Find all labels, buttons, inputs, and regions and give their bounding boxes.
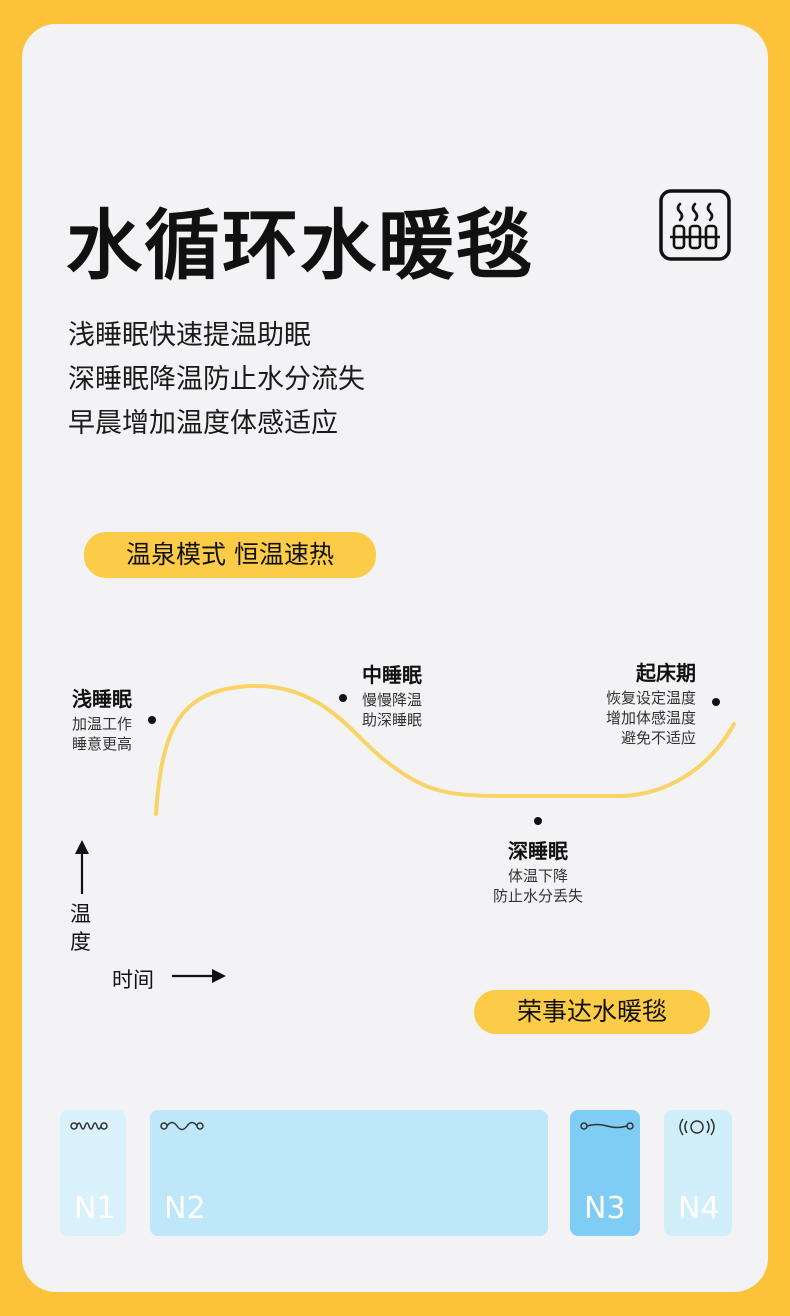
- tight-wave-icon: [70, 1122, 108, 1130]
- feature-list: 浅睡眠快速提温助眠 深睡眠降温防止水分流失 早晨增加温度体感适应: [68, 314, 365, 446]
- time-axis-label: 时间: [112, 968, 154, 992]
- flat-wave-icon: [580, 1122, 634, 1130]
- vibration-icon: [679, 1118, 715, 1136]
- stage-title: 中睡眠: [362, 663, 422, 687]
- brand-pill: 荣事达水暖毯: [474, 990, 710, 1034]
- stage-light-sleep: 浅睡眠 加温工作 睡意更高: [52, 684, 132, 754]
- stage-mid-sleep: 中睡眠 慢慢降温 助深睡眠: [362, 660, 422, 730]
- stage-deep-sleep: 深睡眠 体温下降 防止水分丢失: [468, 836, 608, 906]
- page-title: 水循环水暖毯: [66, 201, 534, 290]
- water-heater-icon: [659, 189, 731, 261]
- level-n4[interactable]: N4: [664, 1110, 732, 1236]
- content-card: 水循环水暖毯 浅睡眠快速提温助眠 深睡眠降温防止水分流失 早晨增加温度体感适应 …: [22, 24, 768, 1292]
- stage-title: 起床期: [636, 661, 696, 685]
- feature-line: 深睡眠降温防止水分流失: [68, 364, 365, 395]
- stage-desc: 避免不适应: [620, 729, 696, 747]
- stage-desc: 慢慢降温: [362, 691, 423, 709]
- stage-desc: 恢复设定温度: [605, 689, 696, 707]
- level-label: N1: [74, 1191, 116, 1226]
- level-label: N3: [584, 1191, 626, 1226]
- level-n3[interactable]: N3: [570, 1110, 640, 1236]
- stage-desc: 体温下降: [507, 867, 568, 885]
- stage-desc: 增加体感温度: [605, 709, 696, 727]
- stage-title: 浅睡眠: [72, 687, 132, 711]
- stage-desc: 防止水分丢失: [492, 887, 583, 905]
- mode-pill: 温泉模式 恒温速热: [84, 532, 376, 578]
- level-label: N2: [164, 1191, 206, 1226]
- stage-desc: 助深睡眠: [362, 711, 423, 729]
- level-n2[interactable]: N2: [150, 1110, 548, 1236]
- feature-line: 早晨增加温度体感适应: [68, 408, 338, 439]
- stage-desc: 睡意更高: [71, 735, 132, 753]
- temperature-axis-label: 温度: [70, 902, 91, 954]
- stage-desc: 加温工作: [71, 715, 132, 733]
- level-n1[interactable]: N1: [60, 1110, 126, 1236]
- stage-wake: 起床期 恢复设定温度 增加体感温度 避免不适应: [574, 658, 696, 748]
- feature-line: 浅睡眠快速提温助眠: [68, 320, 311, 351]
- level-label: N4: [678, 1191, 720, 1226]
- temperature-curve: [75, 683, 736, 983]
- slow-wave-icon: [160, 1121, 204, 1131]
- stage-title: 深睡眠: [508, 839, 568, 863]
